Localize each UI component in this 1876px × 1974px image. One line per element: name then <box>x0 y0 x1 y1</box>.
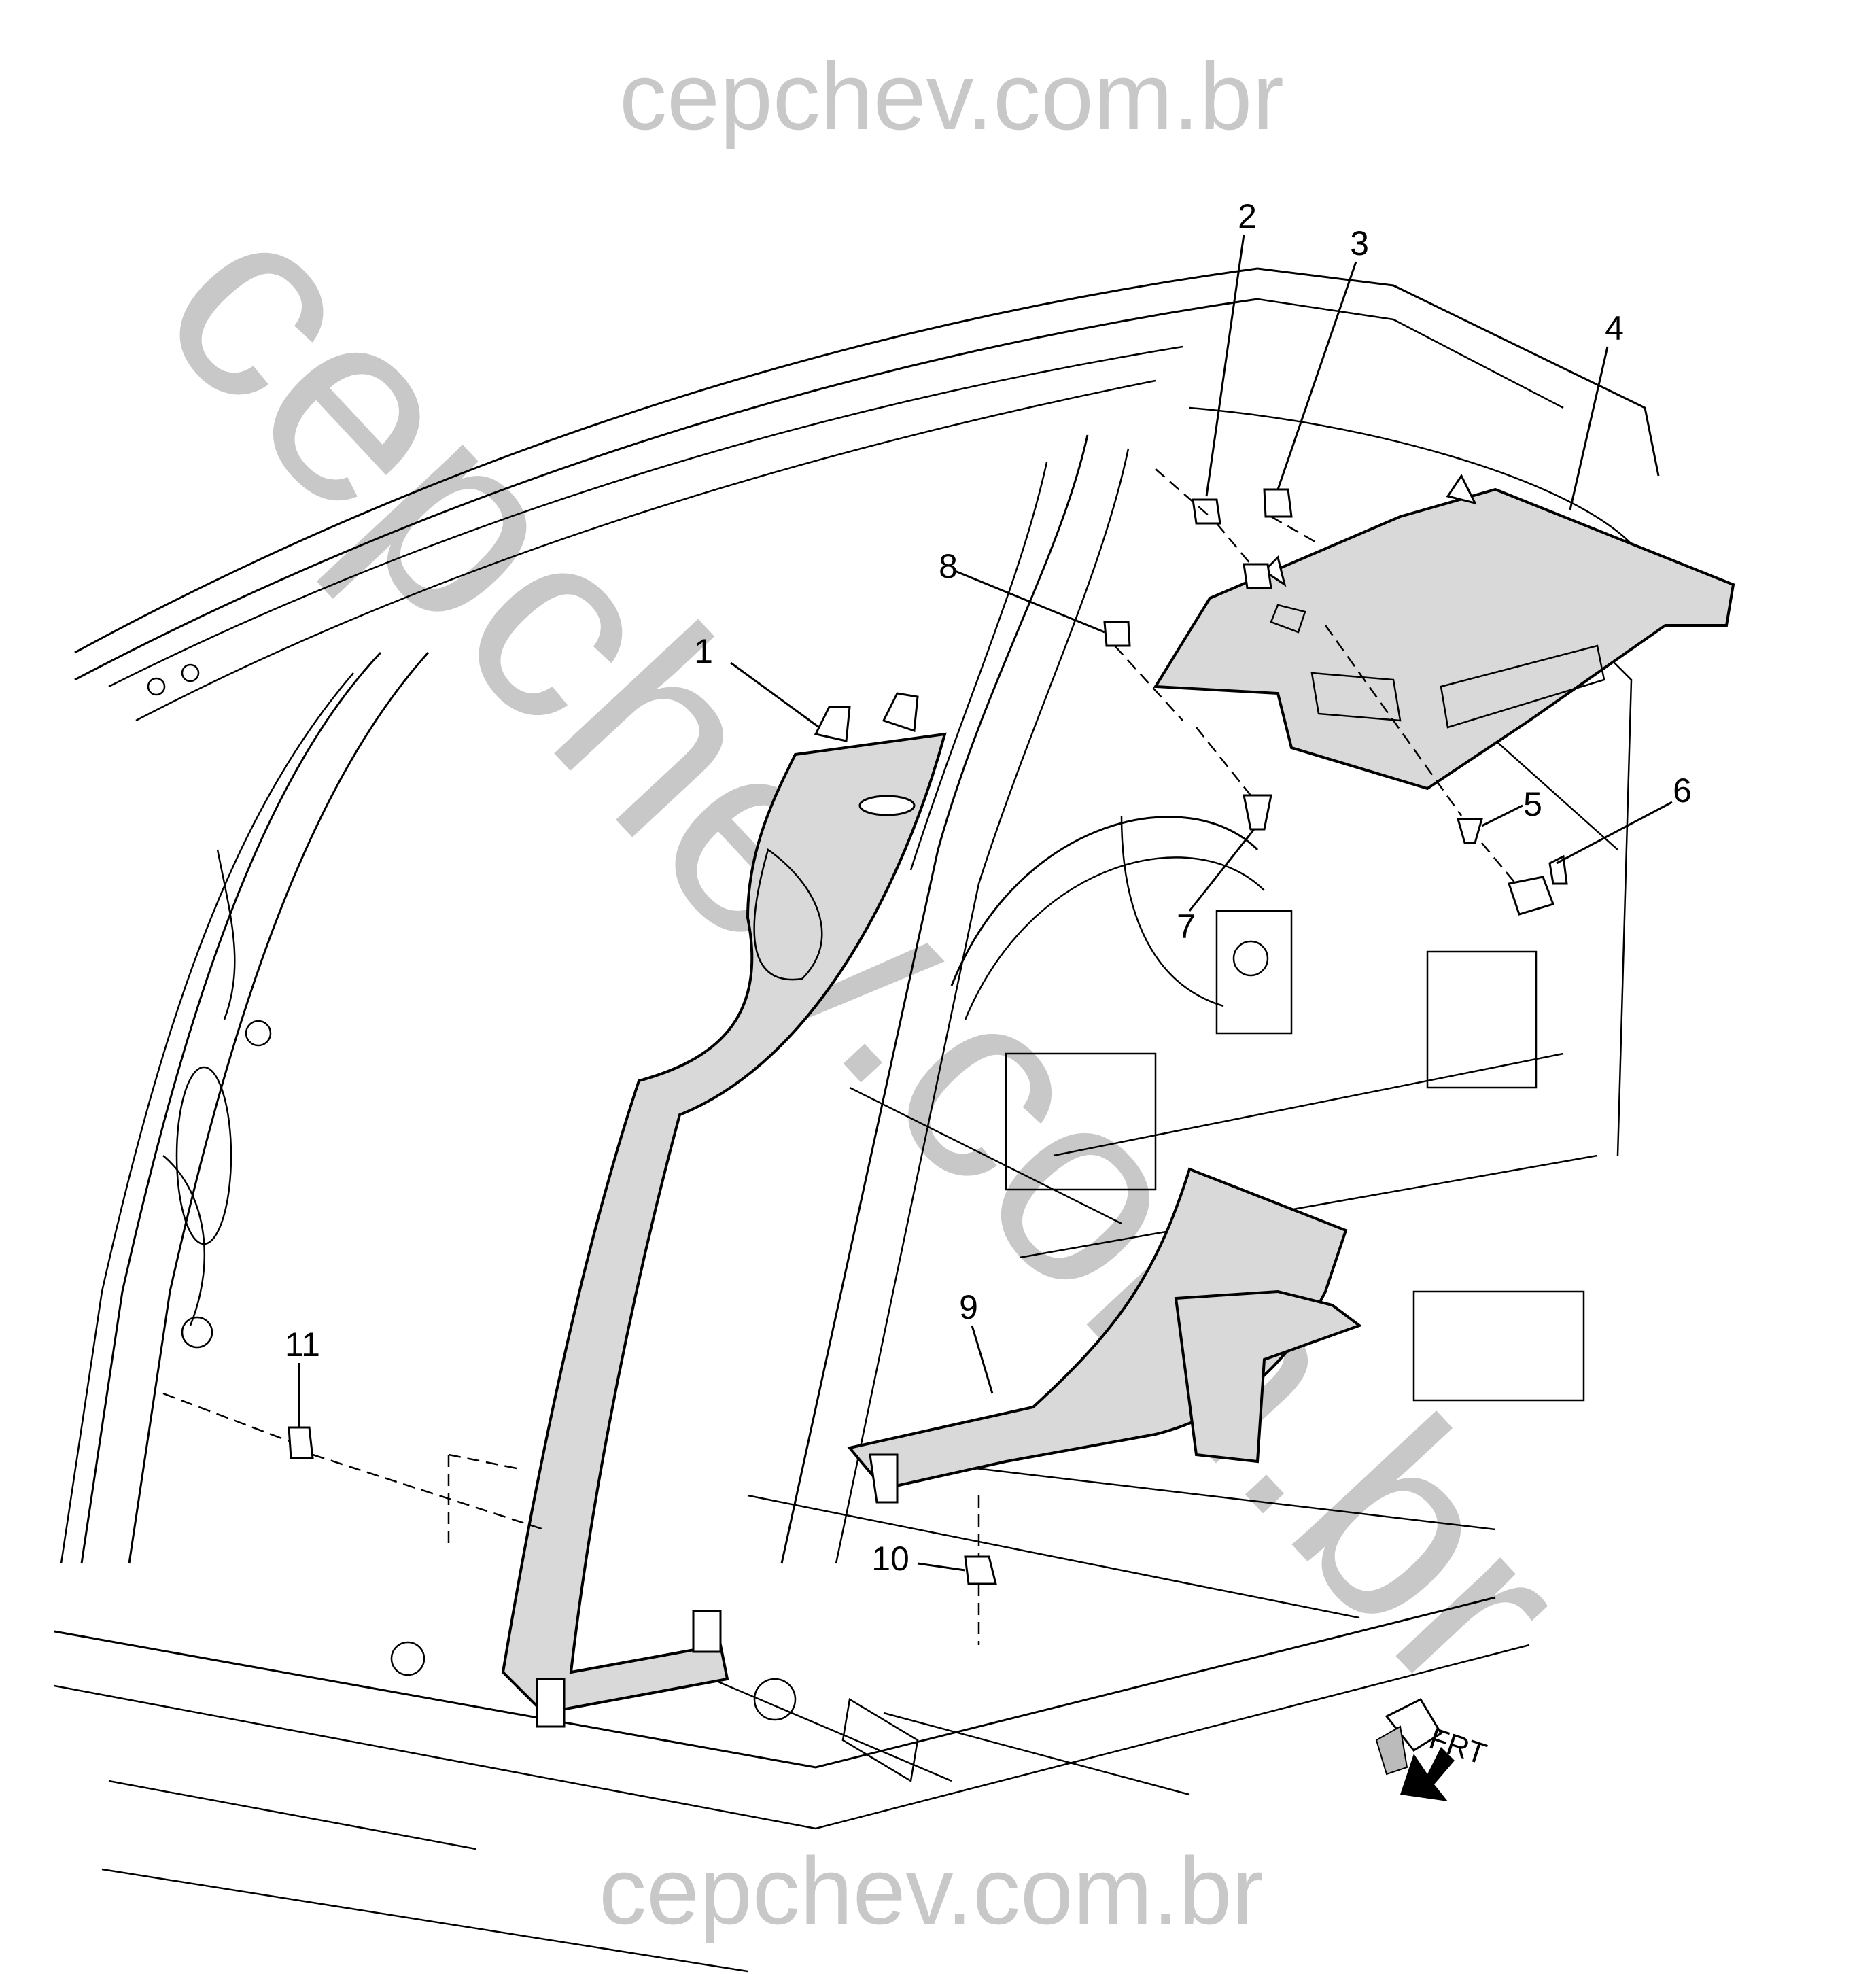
part-9-sill-trim <box>847 1167 1363 1504</box>
clip-3 <box>1263 488 1293 518</box>
callout-1: 1 <box>694 632 713 670</box>
part-1-pillar-trim <box>501 692 947 1728</box>
callout-labels: 1 2 3 4 5 6 7 8 9 10 11 <box>285 197 1692 1578</box>
watermark-diagonal: cepchev.com.br <box>106 152 1625 1749</box>
callout-4: 4 <box>1605 309 1624 347</box>
callout-7: 7 <box>1177 907 1196 946</box>
front-direction-arrow-icon: FRT <box>1375 1698 1491 1801</box>
watermark-bottom: cepchev.com.br <box>599 1837 1264 1944</box>
screw-5 <box>1457 818 1483 844</box>
clip-2 <box>1192 498 1221 525</box>
callout-2: 2 <box>1238 197 1257 235</box>
callout-5: 5 <box>1523 785 1542 823</box>
watermark-top: cepchev.com.br <box>619 43 1284 150</box>
clip-11 <box>288 1426 314 1459</box>
clip-10 <box>964 1555 997 1585</box>
vehicle-body-structure <box>54 267 1660 1973</box>
callout-10: 10 <box>871 1540 909 1578</box>
screw-7 <box>1243 794 1272 831</box>
callout-3: 3 <box>1350 224 1369 262</box>
callout-6: 6 <box>1673 772 1692 810</box>
callout-8: 8 <box>939 547 958 585</box>
installation-lines <box>162 468 1516 1645</box>
leader-lines <box>298 234 1673 1572</box>
clip-8 <box>1103 621 1131 647</box>
cap-6 <box>1508 876 1554 916</box>
fasteners <box>288 488 1568 1585</box>
part-4-quarter-trim-panel <box>1153 474 1735 791</box>
callout-9: 9 <box>959 1288 978 1326</box>
callout-11: 11 <box>285 1326 320 1364</box>
